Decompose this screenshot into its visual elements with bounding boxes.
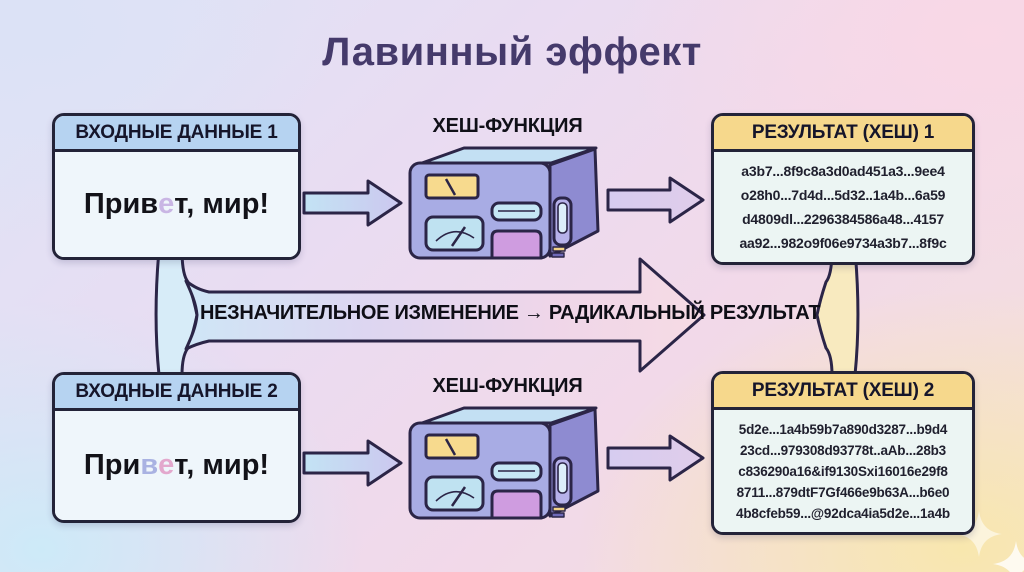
hash-function-label-2: ХЕШ-ФУНКЦИЯ [432,375,583,397]
input-text-part: т, мир! [174,449,270,481]
hash-line: 5d2e...1a4b59b7a890d3287...b9d4 [738,421,948,437]
flow-arrow-icon [302,179,403,227]
right-connector-pipe [815,248,860,377]
hash-line: 23cd...979308d93778t..aAb...28b3 [740,442,946,458]
input-text-part: Прив [83,188,159,220]
avalanche-caption: НЕЗНАЧИТЕЛЬНОЕ ИЗМЕНЕНИЕ → РАДИКАЛЬНЫЙ Р… [200,302,821,324]
flow-arrow-icon [606,176,705,224]
highlighted-letter: е [158,449,175,481]
flow-arrow-icon [606,434,705,482]
result-hash-2-header: РЕЗУЛЬТАТ (ХЕШ) 2 [714,374,972,410]
avalanche-arrow-shape [184,257,706,373]
input-data-2-header: ВХОДНЫЕ ДАННЫЕ 2 [55,375,298,411]
left-connector-pipe [154,248,199,377]
hash-line: aa92...982o9f06e9734a3b7...8f9c [739,235,947,251]
result-hash-2-text: 5d2e...1a4b59b7a890d3287...b9d4 23cd...9… [714,410,972,532]
hash-line: 8711...879dtF7Gf466e9b63A...b6e0 [736,484,950,500]
hash-line: 4b8cfeb59...@92dca4ia5d2e...1a4b [736,505,950,521]
highlighted-letter: е [158,188,175,220]
hash-line: o28h0...7d4d...5d32..1a4b...6a59 [740,187,946,203]
input-text-part: При [83,449,141,481]
page-title: Лавинный эффект [322,30,702,74]
result-hash-1-card: РЕЗУЛЬТАТ (ХЕШ) 1 a3b7...8f9c8a3d0ad451a… [711,113,975,265]
hash-line: d4809dl...2296384586a48...4157 [742,211,944,227]
input-text-part: т, мир! [174,188,270,220]
hash-line: c836290a16&if9130Sxi16016e29f8 [738,463,948,479]
hash-line: a3b7...8f9c8a3d0ad451a3...9ee4 [741,163,945,179]
result-hash-2-card: РЕЗУЛЬТАТ (ХЕШ) 2 5d2e...1a4b59b7a890d32… [711,371,975,535]
result-hash-1-text: a3b7...8f9c8a3d0ad451a3...9ee4 o28h0...7… [714,152,972,262]
flow-arrow-icon [302,439,403,487]
hash-function-label-1: ХЕШ-ФУНКЦИЯ [432,115,583,137]
input-data-1-header: ВХОДНЫЕ ДАННЫЕ 1 [55,116,298,152]
highlighted-letter: в [140,449,159,481]
result-hash-1-header: РЕЗУЛЬТАТ (ХЕШ) 1 [714,116,972,152]
